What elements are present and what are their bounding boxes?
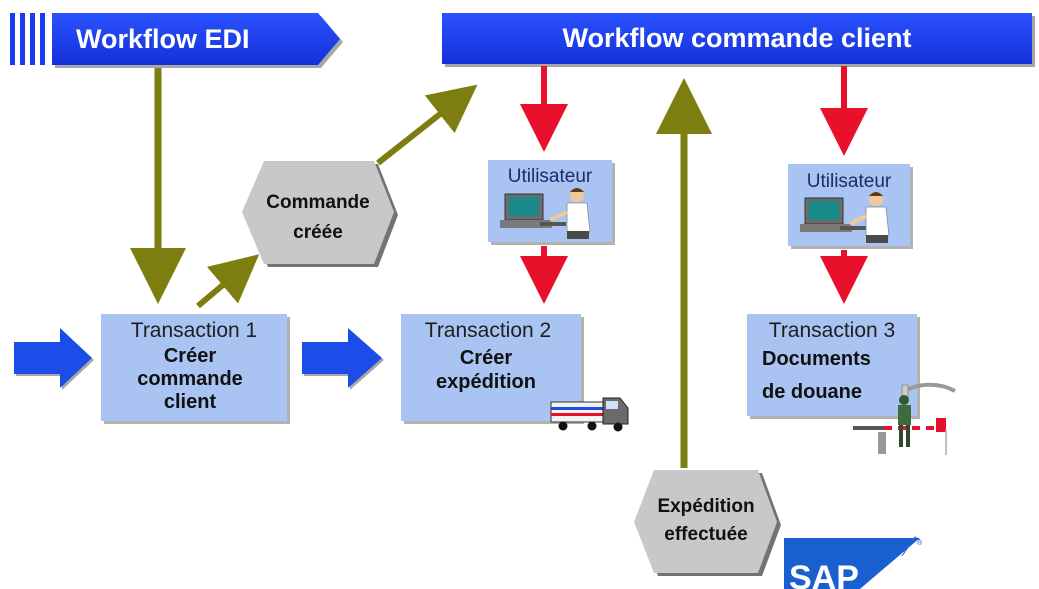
red-arrows bbox=[520, 66, 868, 304]
transaction-1-line-2: commande bbox=[137, 368, 243, 390]
workflow-edi-banner: Workflow EDI bbox=[10, 13, 343, 68]
sap-logo: SAP ® bbox=[784, 536, 923, 589]
transaction-3-title: Transaction 3 bbox=[769, 319, 895, 342]
transaction-3-box: Transaction 3 Documents de douane bbox=[747, 314, 920, 419]
event-order-created-line-2: créée bbox=[293, 222, 343, 243]
workflow-edi-label: Workflow EDI bbox=[76, 24, 250, 54]
transaction-1-title: Transaction 1 bbox=[131, 319, 257, 342]
truck-icon bbox=[550, 397, 629, 432]
event-shipment-done-line-1: Expédition bbox=[657, 496, 754, 517]
input-arrow-2 bbox=[302, 328, 384, 390]
workflow-order-banner: Workflow commande client bbox=[442, 13, 1035, 67]
user-2-label: Utilisateur bbox=[807, 171, 892, 192]
user-at-computer-icon bbox=[500, 188, 591, 239]
svg-text:®: ® bbox=[917, 539, 923, 547]
transaction-3-line-2: de douane bbox=[762, 381, 862, 403]
user-1-panel: Utilisateur bbox=[488, 160, 615, 245]
transaction-3-line-1: Documents bbox=[762, 348, 871, 370]
event-order-created: Commande créée bbox=[242, 161, 398, 267]
event-shipment-done-line-2: effectuée bbox=[664, 524, 747, 545]
event-order-created-line-1: Commande bbox=[266, 192, 369, 213]
transaction-2-line-1: Créer bbox=[460, 347, 512, 369]
transaction1-to-event-arrow bbox=[196, 254, 260, 309]
transaction-1-line-1: Créer bbox=[164, 345, 216, 367]
transaction-1-line-3: client bbox=[164, 391, 217, 413]
user-at-computer-icon bbox=[800, 192, 890, 243]
event-to-order-workflow-arrow bbox=[376, 84, 478, 166]
transaction-2-title: Transaction 2 bbox=[425, 319, 551, 342]
input-arrow-1 bbox=[14, 328, 94, 390]
user-1-label: Utilisateur bbox=[508, 166, 593, 187]
workflow-order-label: Workflow commande client bbox=[562, 23, 911, 53]
customs-barrier-icon bbox=[853, 382, 956, 455]
transaction-1-box: Transaction 1 Créer commande client bbox=[101, 314, 290, 424]
olive-arrows bbox=[130, 68, 712, 468]
sap-logo-text: SAP bbox=[789, 559, 859, 589]
event-shipment-done: Expédition effectuée bbox=[634, 470, 781, 576]
transaction-2-line-2: expédition bbox=[436, 371, 536, 393]
user-2-panel: Utilisateur bbox=[788, 164, 913, 249]
